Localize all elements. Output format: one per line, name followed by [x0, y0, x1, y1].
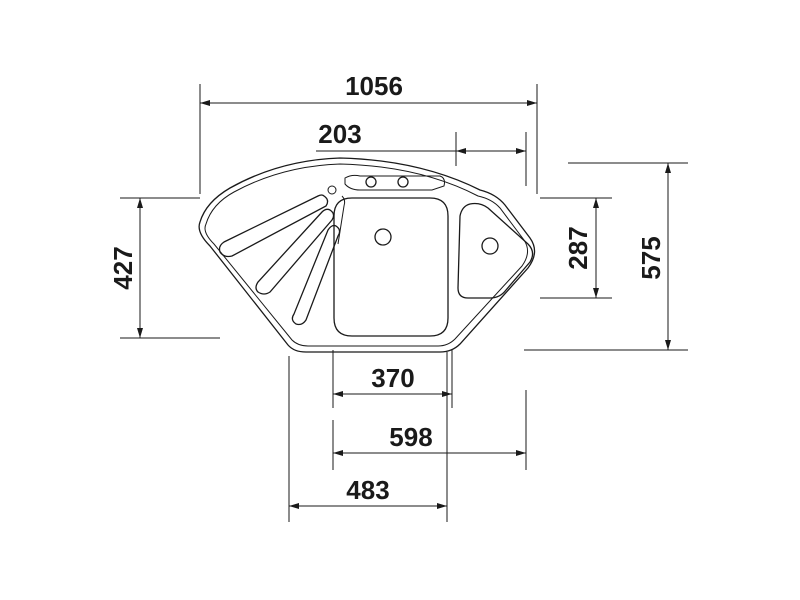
label-left-height: 427: [108, 246, 138, 289]
dimension-overall-depth: 575: [636, 163, 671, 350]
groove-3: [291, 224, 341, 326]
groove-edge: [337, 195, 346, 245]
dimension-front-width: 483: [289, 475, 447, 509]
label-bowl-width: 370: [371, 363, 414, 393]
tap-ledge: [344, 174, 445, 191]
sink-outline: [198, 157, 536, 353]
extension-lines: [120, 84, 688, 522]
dimension-cutout-width: 598: [333, 422, 526, 456]
label-drain-offset: 203: [318, 119, 361, 149]
tap-hole-right: [397, 176, 409, 188]
groove-2: [255, 208, 335, 295]
drainboard-hole: [327, 185, 337, 195]
dimension-overall-width: 1056: [200, 71, 537, 106]
small-bowl: [457, 202, 534, 299]
tap-hole-left: [365, 176, 377, 188]
drainer-grooves: [218, 194, 346, 326]
groove-1: [218, 194, 329, 258]
label-cutout-width: 598: [389, 422, 432, 452]
label-small-bowl-depth: 287: [563, 226, 593, 269]
tap-holes: [327, 174, 445, 195]
main-bowl: [333, 197, 449, 337]
dimension-bowl-width: 370: [333, 363, 452, 397]
dimension-left-height: 427: [108, 198, 143, 338]
dimension-drain-offset: 203: [316, 119, 526, 154]
dimension-small-bowl-depth: 287: [563, 198, 599, 298]
small-bowl-drain: [481, 237, 499, 255]
main-bowl-drain: [374, 228, 392, 246]
label-front-width: 483: [346, 475, 389, 505]
label-overall-width: 1056: [345, 71, 403, 101]
label-overall-depth: 575: [636, 236, 666, 279]
